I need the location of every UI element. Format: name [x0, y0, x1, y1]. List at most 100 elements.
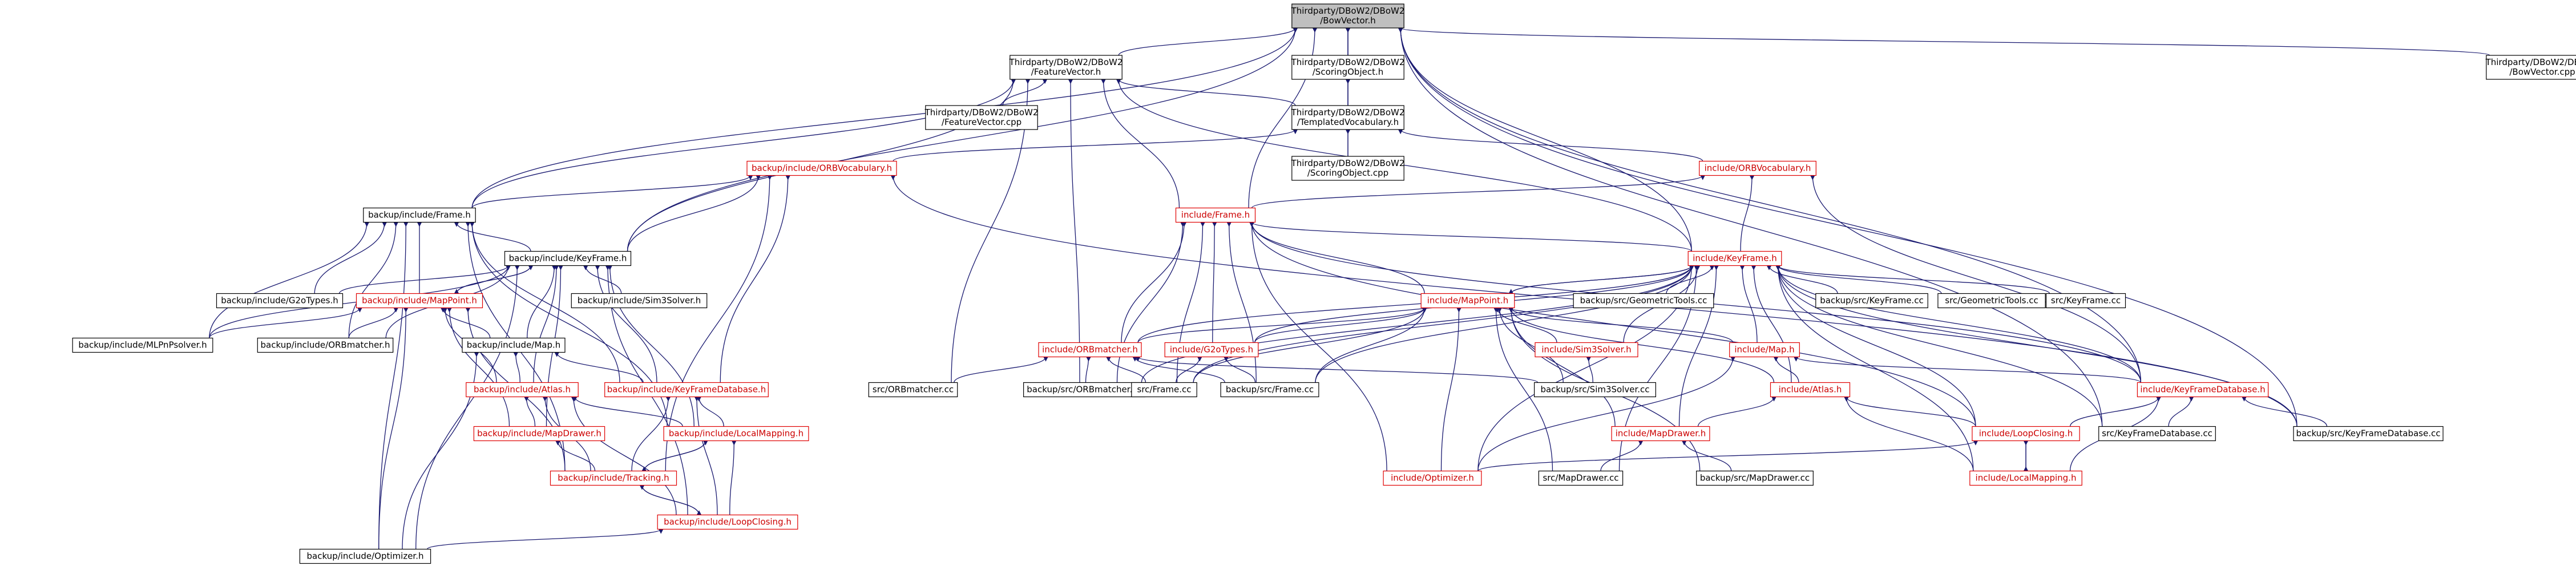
edge-i-mappoint-h-to-bs-frame-cc	[1315, 307, 1427, 383]
node-bs-frame-cc[interactable]: backup/src/Frame.cc	[1220, 382, 1319, 398]
node-b-keyframe-h[interactable]: backup/include/KeyFrame.h	[504, 250, 632, 266]
node-box	[1420, 293, 1515, 309]
node-i-sim3solver-h[interactable]: include/Sim3Solver.h	[1535, 342, 1638, 358]
node-box	[1220, 382, 1319, 398]
edge-i-atlas-h-to-i-loopclosing-h	[1843, 396, 1976, 427]
edge-layer	[209, 27, 2490, 550]
node-bs-sim3solver-cc[interactable]: backup/src/Sim3Solver.cc	[1534, 382, 1657, 398]
node-label: backup/include/MapPoint.h	[362, 296, 477, 306]
node-b-mappoint-h[interactable]: backup/include/MapPoint.h	[356, 293, 483, 309]
node-i-orbmatcher-h[interactable]: include/ORBmatcher.h	[1038, 342, 1142, 358]
edge-b-frame-h-to-b-orbmatcher-h	[348, 221, 399, 338]
node-box	[1538, 470, 1624, 486]
node-bowvector-cpp[interactable]: Thirdparty/DBoW2/DBoW2/BowVector.cpp	[2485, 55, 2576, 80]
node-b-atlas-h[interactable]: backup/include/Atlas.h	[466, 382, 579, 398]
node-box	[1291, 3, 1404, 29]
node-i-mapdrawer-h[interactable]: include/MapDrawer.h	[1611, 426, 1710, 442]
node-featurevector-h[interactable]: Thirdparty/DBoW2/DBoW2/FeatureVector.h	[1009, 55, 1123, 80]
node-box	[1696, 470, 1814, 486]
node-b-sim3solver-h[interactable]: backup/include/Sim3Solver.h	[571, 293, 708, 309]
node-bs-kfdb-cc[interactable]: backup/src/KeyFrameDatabase.cc	[2293, 426, 2444, 442]
node-bs-orbmatcher-cc[interactable]: backup/src/ORBmatcher.cc	[1023, 382, 1145, 398]
node-b-tracking-h[interactable]: backup/include/Tracking.h	[550, 470, 677, 486]
node-label: src/MapDrawer.cc	[1543, 473, 1618, 483]
node-s-orbmatcher-cc[interactable]: src/ORBmatcher.cc	[868, 382, 958, 398]
node-i-kfdb-h[interactable]: include/KeyFrameDatabase.h	[2137, 382, 2269, 398]
node-label: /ScoringObject.cpp	[1307, 168, 1388, 178]
edge-i-keyframe-h-to-bs-keyframe-cc	[1766, 265, 1838, 294]
node-b-mapdrawer-h[interactable]: backup/include/MapDrawer.h	[473, 426, 605, 442]
node-box	[473, 426, 605, 442]
edge-i-keyframe-h-to-i-loopclosing-h	[1775, 265, 1976, 427]
edge-b-map-h-to-b-atlas-h	[513, 351, 520, 383]
node-b-localmapping-h[interactable]: backup/include/LocalMapping.h	[663, 426, 809, 442]
node-b-orbmatcher-h[interactable]: backup/include/ORBmatcher.h	[257, 337, 394, 353]
node-s-geomtools-cc[interactable]: src/GeometricTools.cc	[1937, 293, 2046, 309]
edge-i-keyframe-h-to-i-mapdrawer-h	[1678, 265, 1719, 427]
edge-featurevector-h-to-bs-orbmatcher-cc	[1068, 79, 1080, 383]
node-box	[1291, 55, 1404, 80]
node-scoringobject-h[interactable]: Thirdparty/DBoW2/DBoW2/ScoringObject.h	[1291, 55, 1405, 80]
node-box	[1023, 382, 1145, 398]
node-i-atlas-h[interactable]: include/Atlas.h	[1770, 382, 1851, 398]
node-i-map-h[interactable]: include/Map.h	[1729, 342, 1800, 358]
edge-i-frame-h-to-i-orbmatcher-h	[1121, 221, 1187, 343]
node-label: Thirdparty/DBoW2/DBoW2	[924, 107, 1039, 118]
node-i-frame-h[interactable]: include/Frame.h	[1175, 207, 1256, 223]
edge-b-loopclosing-h-to-b-tracking-h	[641, 485, 702, 516]
node-i-mappoint-h[interactable]: include/MapPoint.h	[1420, 293, 1515, 309]
node-i-g2otypes-h[interactable]: include/G2oTypes.h	[1164, 342, 1259, 358]
node-box	[550, 470, 677, 486]
edge-b-orbvocabulary-h-to-b-keyframe-h	[627, 175, 761, 252]
edge-i-orbmatcher-h-to-bs-frame-cc	[1132, 356, 1225, 383]
node-label: /FeatureVector.cpp	[942, 117, 1021, 127]
edge-i-mappoint-h-to-i-sim3solver-h	[1495, 307, 1557, 343]
edge-i-keyframe-h-to-i-map-h	[1739, 265, 1758, 343]
node-label: backup/include/MapDrawer.h	[477, 428, 601, 439]
node-i-localmapping-h[interactable]: include/LocalMapping.h	[1969, 470, 2082, 486]
node-box	[1535, 342, 1638, 358]
edge-b-mapdrawer-h-to-b-tracking-h	[555, 440, 596, 471]
edge-featurevector-h-to-b-frame-h	[471, 79, 1016, 208]
node-label: include/Sim3Solver.h	[1541, 345, 1631, 355]
node-b-mlpnpsolver-h[interactable]: backup/include/MLPnPsolver.h	[72, 337, 213, 353]
node-label: include/ORBmatcher.h	[1042, 345, 1138, 355]
node-templatedvocabulary-h[interactable]: Thirdparty/DBoW2/DBoW2/TemplatedVocabula…	[1291, 105, 1405, 130]
node-bs-geomtools-cc[interactable]: backup/src/GeometricTools.cc	[1573, 293, 1714, 309]
node-label: src/Frame.cc	[1137, 385, 1192, 395]
node-label: Thirdparty/DBoW2/DBoW2	[2485, 57, 2576, 67]
node-bs-mapdrawer-cc[interactable]: backup/src/MapDrawer.cc	[1696, 470, 1814, 486]
node-s-mapdrawer-cc[interactable]: src/MapDrawer.cc	[1538, 470, 1624, 486]
edge-i-mappoint-h-to-i-map-h	[1508, 307, 1734, 343]
node-b-kfdb-h[interactable]: backup/include/KeyFrameDatabase.h	[604, 382, 769, 398]
node-b-frame-h[interactable]: backup/include/Frame.h	[363, 207, 476, 223]
node-box	[1687, 250, 1782, 266]
node-scoringobject-cpp[interactable]: Thirdparty/DBoW2/DBoW2/ScoringObject.cpp	[1291, 156, 1405, 181]
node-i-keyframe-h[interactable]: include/KeyFrame.h	[1687, 250, 1782, 266]
node-s-frame-cc[interactable]: src/Frame.cc	[1131, 382, 1197, 398]
node-box	[1937, 293, 2046, 309]
node-i-optimizer-h[interactable]: include/Optimizer.h	[1383, 470, 1482, 486]
node-b-loopclosing-h[interactable]: backup/include/LoopClosing.h	[657, 514, 798, 530]
node-label: backup/src/KeyFrameDatabase.cc	[2296, 428, 2441, 439]
node-box	[2137, 382, 2269, 398]
node-label: backup/include/KeyFrameDatabase.h	[607, 385, 766, 395]
edge-i-g2otypes-h-to-s-frame-cc	[1176, 356, 1202, 383]
node-s-keyframe-cc[interactable]: src/KeyFrame.cc	[2045, 293, 2126, 309]
node-i-orbvocabulary-h[interactable]: include/ORBVocabulary.h	[1699, 160, 1816, 176]
node-featurevector-cpp[interactable]: Thirdparty/DBoW2/DBoW2/FeatureVector.cpp	[924, 105, 1039, 130]
node-bs-keyframe-cc[interactable]: backup/src/KeyFrame.cc	[1815, 293, 1928, 309]
node-bowvector-h[interactable]: Thirdparty/DBoW2/DBoW2/BowVector.h	[1291, 3, 1405, 29]
node-b-g2otypes-h[interactable]: backup/include/G2oTypes.h	[216, 293, 344, 309]
edge-i-map-h-to-i-atlas-h	[1773, 356, 1799, 383]
node-b-optimizer-h[interactable]: backup/include/Optimizer.h	[299, 548, 431, 564]
node-b-orbvocabulary-h[interactable]: backup/include/ORBVocabulary.h	[746, 160, 897, 176]
node-s-kfdb-cc[interactable]: src/KeyFrameDatabase.cc	[2098, 426, 2216, 442]
node-b-map-h[interactable]: backup/include/Map.h	[462, 337, 566, 353]
node-box	[1534, 382, 1657, 398]
edge-i-mappoint-h-to-s-frame-cc	[1193, 307, 1427, 383]
node-i-loopclosing-h[interactable]: include/LoopClosing.h	[1972, 426, 2080, 442]
edge-i-frame-h-to-i-optimizer-h	[1249, 221, 1387, 471]
edge-b-frame-h-to-b-kfdb-h	[469, 221, 620, 383]
node-box	[925, 105, 1038, 130]
